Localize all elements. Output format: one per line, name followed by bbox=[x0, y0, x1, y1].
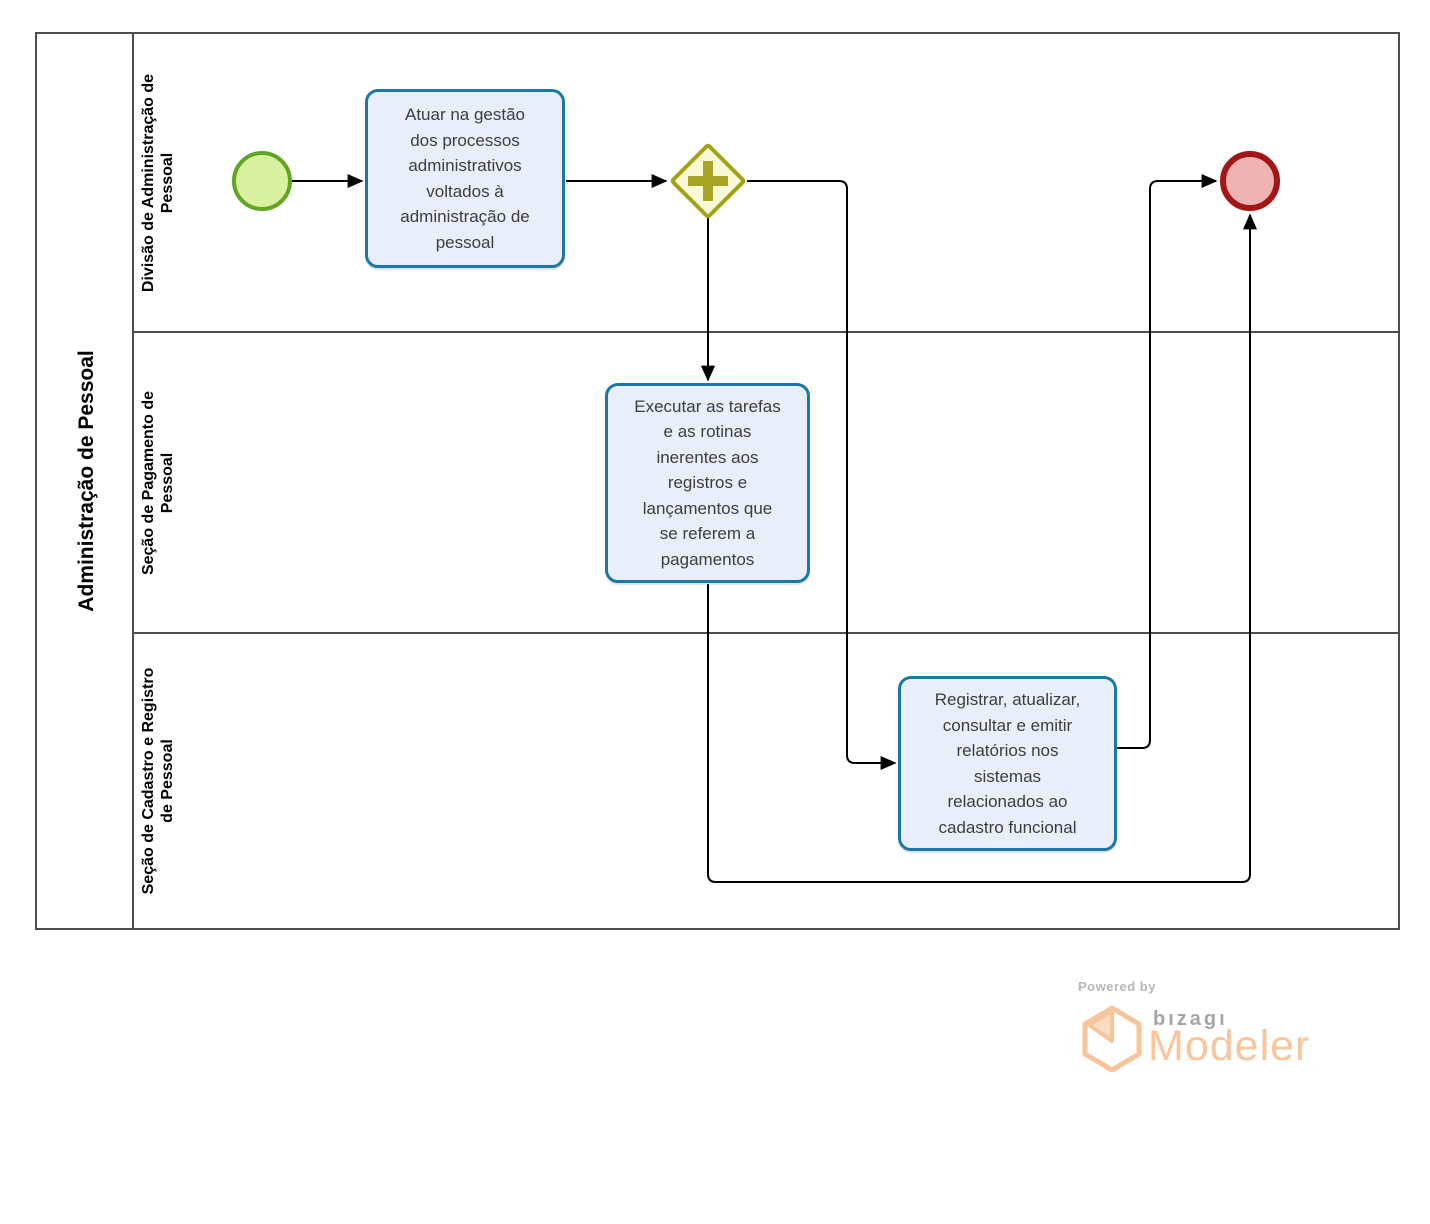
pool-title-band: Administração de Pessoal bbox=[37, 34, 134, 928]
lane-label: Seção de Cadastro e Registro de Pessoal bbox=[139, 667, 176, 895]
bizagi-wordmark: bızagı bbox=[1153, 1008, 1228, 1030]
task-registrar-atualizar: Registrar, atualizar, consultar e emitir… bbox=[898, 676, 1117, 851]
lane-divisao-administracao: Divisão de Administração de Pessoal bbox=[134, 34, 1398, 331]
bizagi-hexagon-icon bbox=[1082, 1005, 1142, 1073]
end-event bbox=[1220, 151, 1280, 211]
pool-title: Administração de Pessoal bbox=[75, 350, 98, 612]
powered-by-label: Powered by bbox=[1078, 979, 1156, 994]
lane-label: Divisão de Administração de Pessoal bbox=[139, 73, 176, 292]
lane-label: Seção de Pagamento de Pessoal bbox=[139, 390, 176, 575]
lane-secao-cadastro-registro: Seção de Cadastro e Registro de Pessoal bbox=[134, 632, 1398, 928]
task-executar-tarefas: Executar as tarefas e as rotinas inerent… bbox=[605, 383, 810, 583]
plus-icon bbox=[688, 161, 728, 201]
task-atuar-gestao: Atuar na gestão dos processos administra… bbox=[365, 89, 565, 268]
parallel-gateway bbox=[668, 141, 748, 221]
modeler-wordmark: Modeler bbox=[1148, 1022, 1311, 1070]
start-event bbox=[232, 151, 292, 211]
